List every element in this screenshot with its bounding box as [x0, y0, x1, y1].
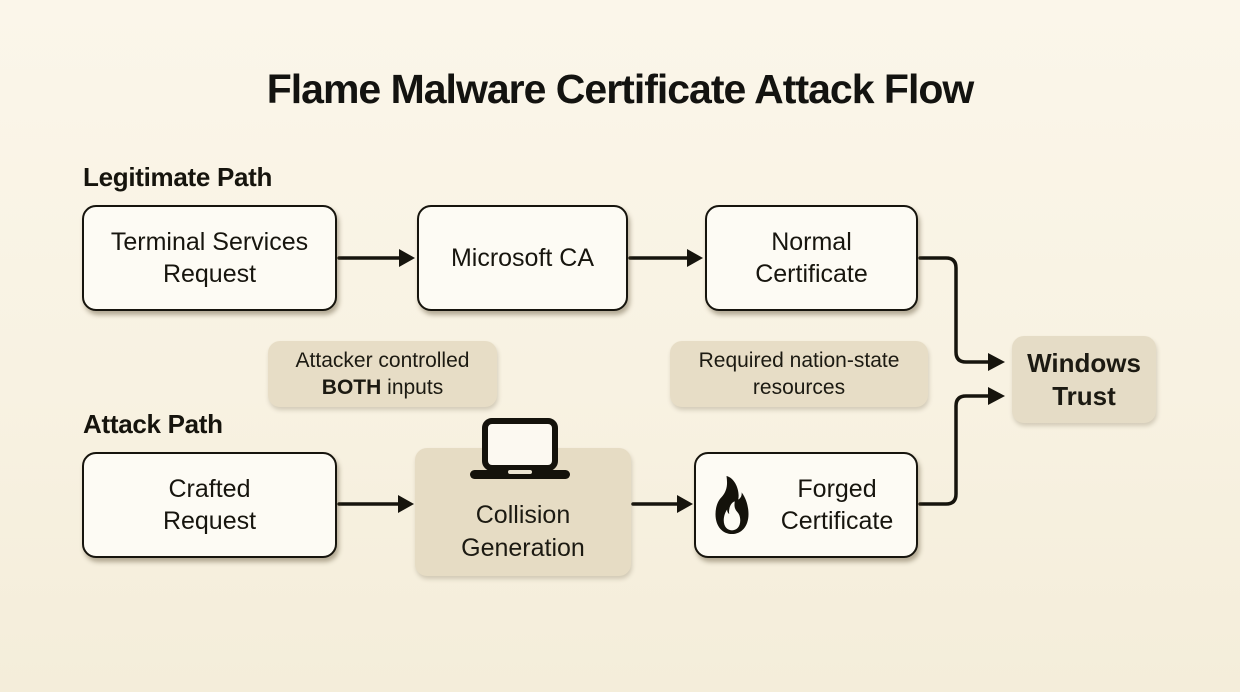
node-label-line: Request — [162, 507, 257, 535]
arrow-ca-to-normal-cert — [628, 249, 703, 267]
node-label-line: Windows — [1027, 348, 1141, 378]
note-rest: inputs — [387, 376, 444, 399]
node-label-line: Generation — [461, 533, 585, 562]
node-label-line: Microsoft CA — [450, 243, 595, 272]
note-line: Required nation-state — [698, 348, 900, 372]
node-label-line: Normal — [771, 227, 852, 256]
node-label-line: Certificate — [780, 507, 894, 535]
node-label-line: Certificate — [755, 260, 868, 288]
node-crafted-request: Crafted Request — [82, 452, 337, 558]
fire-icon — [715, 476, 749, 534]
node-windows-trust: Windows Trust — [1012, 336, 1156, 423]
note-nation-state-resources: Required nation-state resources — [670, 341, 928, 407]
node-terminal-services-request: Terminal Services Request — [82, 205, 337, 311]
node-forged-certificate: Forged Certificate — [694, 452, 918, 558]
arrow-terminal-to-ca — [337, 249, 415, 267]
note-line: Attacker controlled — [295, 348, 470, 372]
node-normal-certificate: Normal Certificate — [705, 205, 918, 311]
arrow-collision-to-forged — [631, 495, 693, 513]
node-label-line: Forged — [797, 474, 877, 503]
legitimate-path-label: Legitimate Path — [83, 162, 273, 192]
node-label-line: Collision — [475, 501, 571, 529]
node-label-line: Terminal Services — [110, 227, 309, 256]
attack-path-label: Attack Path — [83, 409, 223, 439]
page-title: Flame Malware Certificate Attack Flow — [266, 66, 975, 112]
node-label-line: Trust — [1052, 380, 1116, 411]
node-microsoft-ca: Microsoft CA — [417, 205, 628, 311]
laptop-icon — [470, 418, 570, 479]
node-label-line: Request — [162, 260, 257, 288]
note-bold-word: BOTH — [321, 376, 382, 399]
arrow-crafted-to-collision — [337, 495, 414, 513]
arrow-forged-cert-to-windows-trust — [918, 387, 1005, 506]
note-line: resources — [752, 376, 846, 399]
arrow-normal-cert-to-windows-trust — [918, 256, 1005, 371]
node-label-line: Crafted — [168, 474, 251, 503]
node-label: Forged Certificate — [758, 473, 916, 538]
